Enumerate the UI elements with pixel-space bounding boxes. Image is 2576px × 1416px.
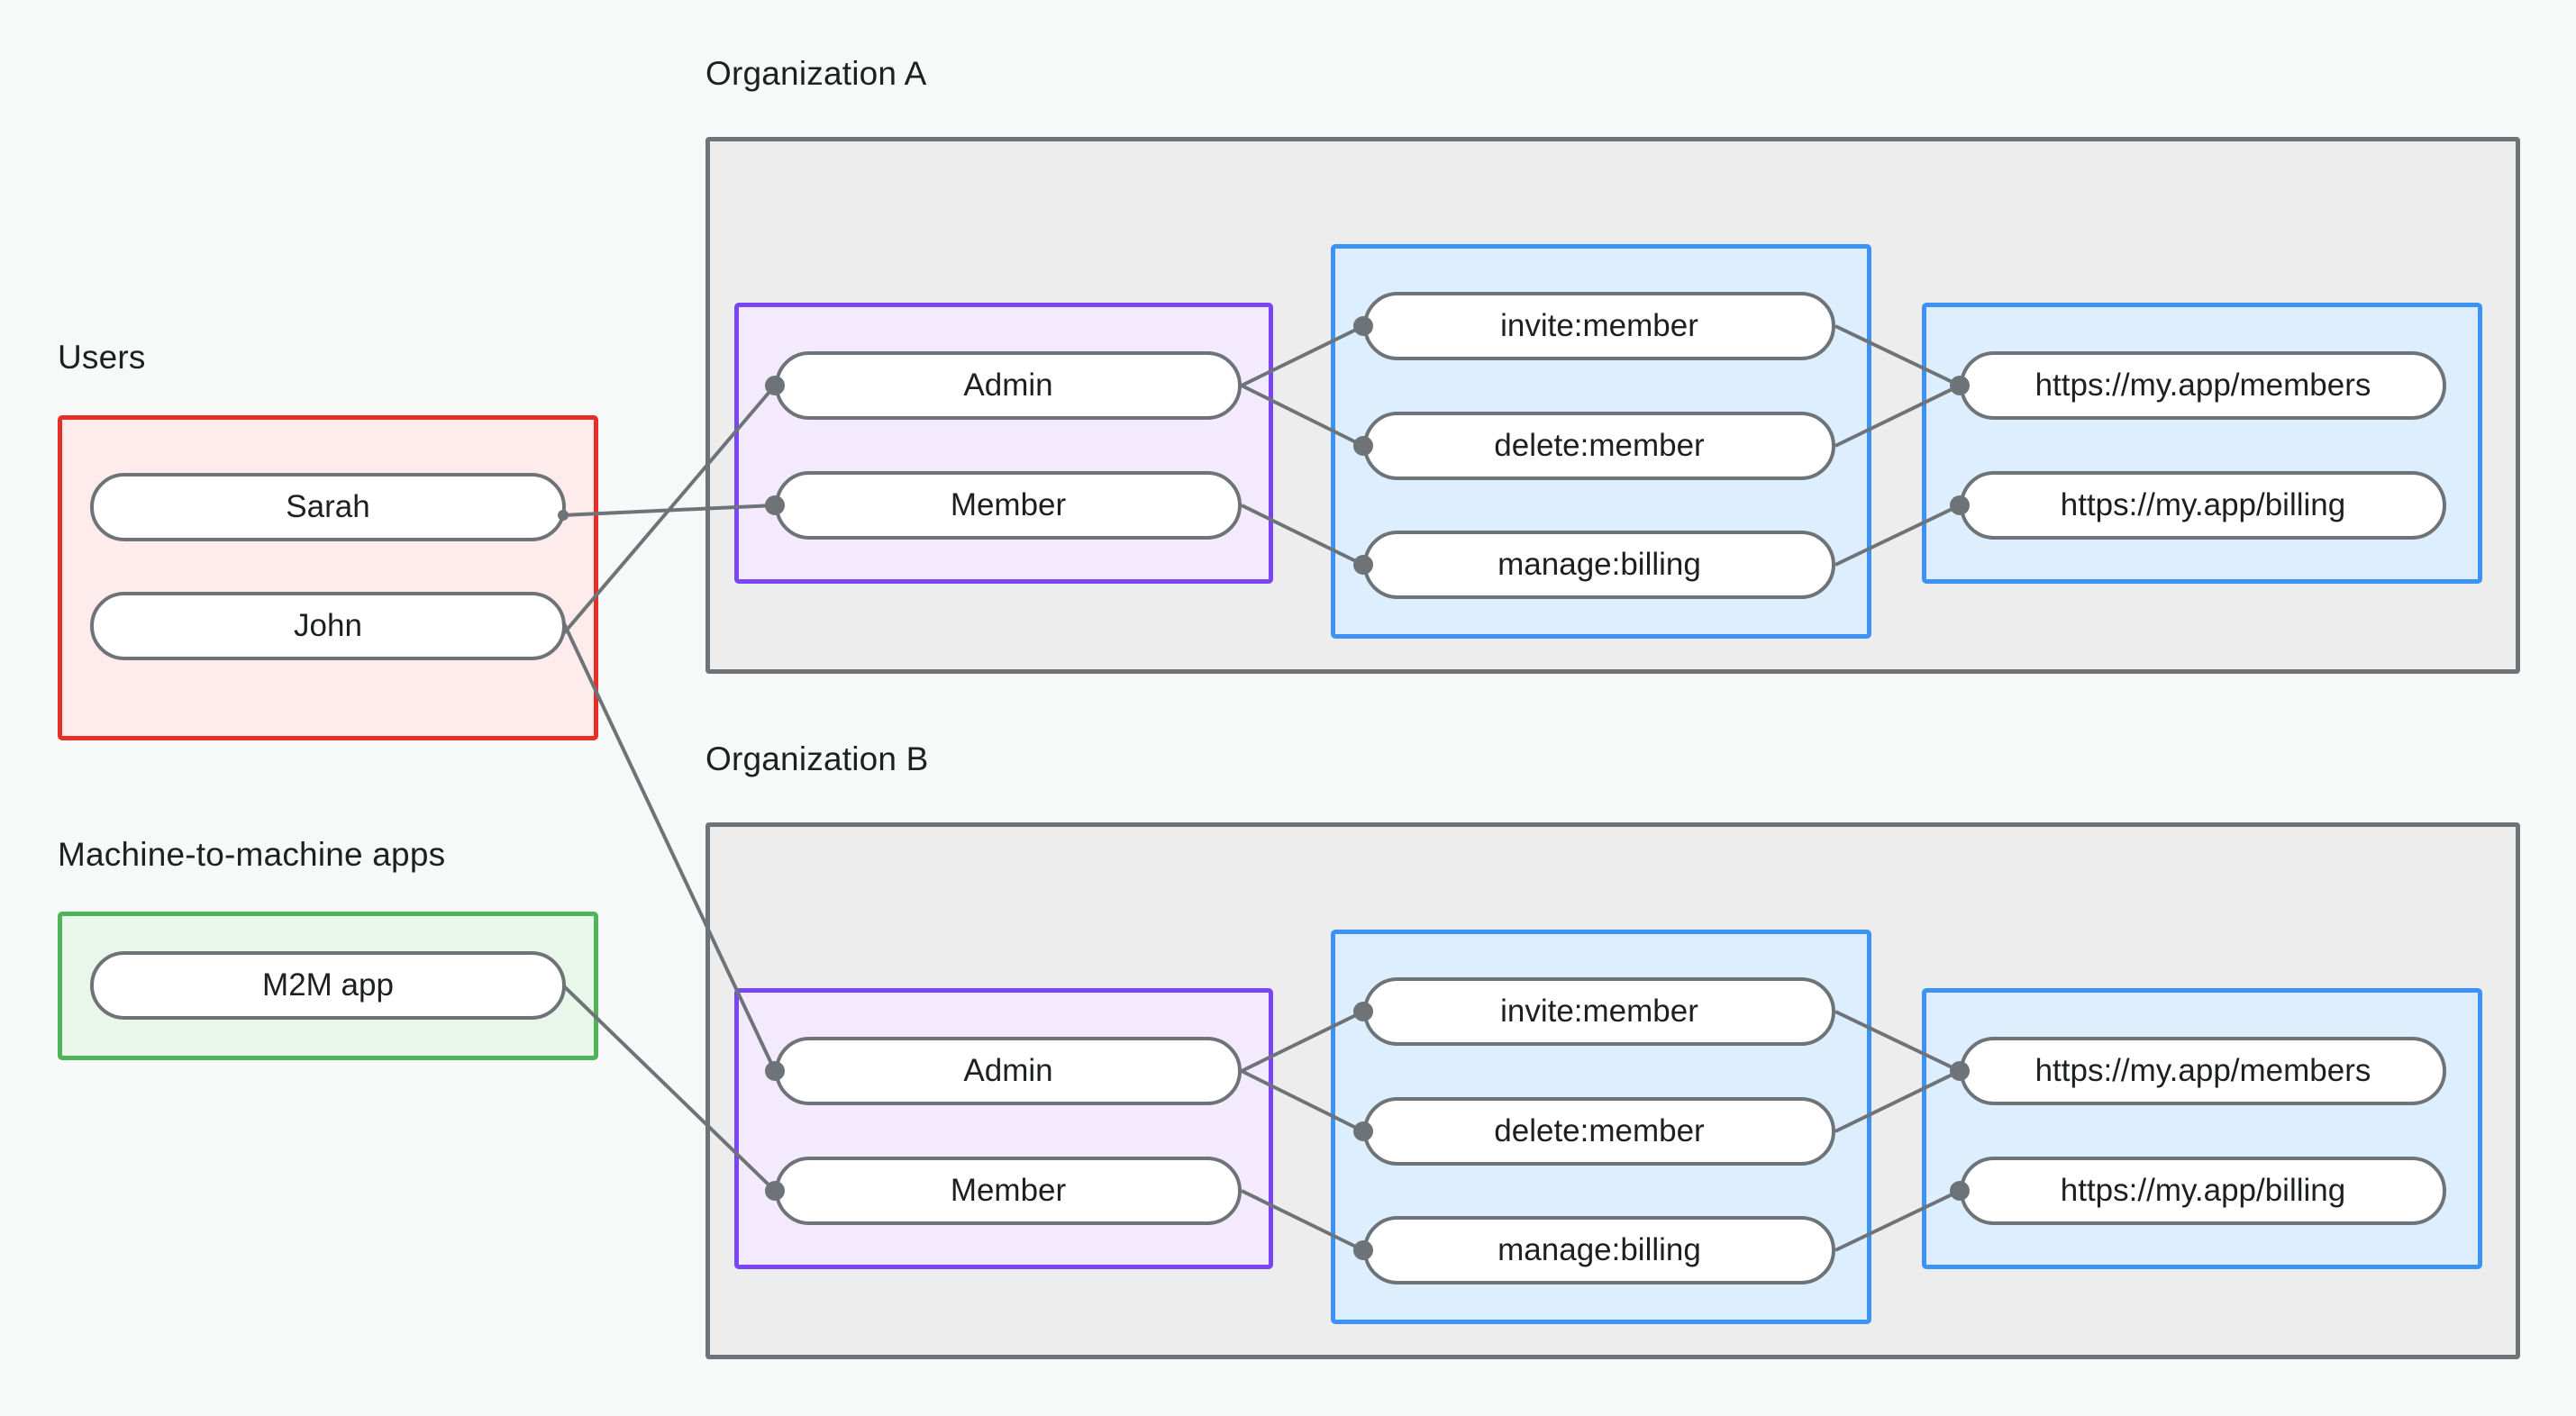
org-b-label: Organization B — [705, 740, 929, 777]
org-b-roles-container — [734, 988, 1273, 1269]
org-a-permission-node-invite-member[interactable]: invite:member — [1363, 292, 1835, 360]
users-container — [58, 415, 598, 740]
org-a-label: Organization A — [705, 55, 927, 92]
org-b-api-container — [1922, 988, 2482, 1269]
org-b-api-node-billing[interactable]: https://my.app/billing — [1960, 1157, 2446, 1225]
user-node-john[interactable]: John — [90, 592, 566, 660]
org-a-api-container — [1922, 303, 2482, 584]
org-a-roles-container — [734, 303, 1273, 584]
org-b-role-node-admin[interactable]: Admin — [775, 1037, 1242, 1105]
org-b-api-node-members[interactable]: https://my.app/members — [1960, 1037, 2446, 1105]
org-b-permission-node-delete-member[interactable]: delete:member — [1363, 1097, 1835, 1166]
org-a-permission-node-manage-billing[interactable]: manage:billing — [1363, 531, 1835, 599]
m2m-label: Machine-to-machine apps — [58, 836, 446, 873]
org-a-api-node-members[interactable]: https://my.app/members — [1960, 351, 2446, 420]
org-a-permission-node-delete-member[interactable]: delete:member — [1363, 412, 1835, 480]
users-label: Users — [58, 339, 146, 376]
user-node-sarah[interactable]: Sarah — [90, 473, 566, 541]
org-a-api-node-billing[interactable]: https://my.app/billing — [1960, 471, 2446, 540]
org-b-permission-node-invite-member[interactable]: invite:member — [1363, 977, 1835, 1046]
m2m-node-app[interactable]: M2M app — [90, 951, 566, 1020]
org-b-role-node-member[interactable]: Member — [775, 1157, 1242, 1225]
org-a-role-node-admin[interactable]: Admin — [775, 351, 1242, 420]
org-a-role-node-member[interactable]: Member — [775, 471, 1242, 540]
org-b-permission-node-manage-billing[interactable]: manage:billing — [1363, 1216, 1835, 1284]
